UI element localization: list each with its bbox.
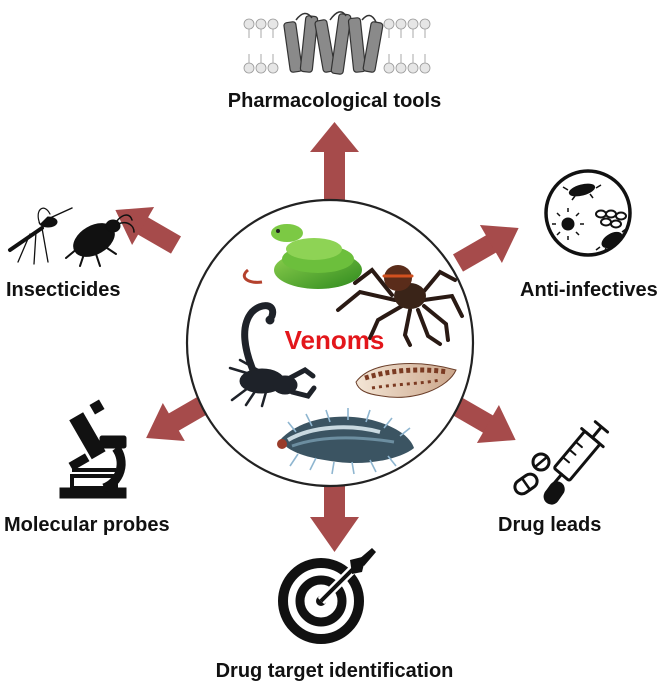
arrow-to-insecticides bbox=[115, 206, 181, 254]
arrow-to-drug-target bbox=[310, 478, 359, 552]
arrow-to-drug-leads bbox=[450, 396, 516, 444]
cone-snail-icon bbox=[355, 363, 457, 398]
arrow-to-pharmacological-tools bbox=[310, 122, 359, 202]
target-icon bbox=[278, 548, 376, 644]
label-molecular-probes: Molecular probes bbox=[4, 514, 170, 536]
mosquito-cockroach-icon bbox=[8, 207, 135, 267]
label-drug-target-identification: Drug target identification bbox=[215, 660, 454, 682]
label-insecticides: Insecticides bbox=[6, 279, 121, 301]
arrow-to-molecular-probes bbox=[146, 395, 210, 442]
label-drug-leads: Drug leads bbox=[498, 514, 602, 536]
arrow-to-anti-infectives bbox=[453, 224, 519, 272]
syringe-pills-icon bbox=[513, 420, 610, 505]
microbes-icon bbox=[544, 169, 632, 257]
label-anti-infectives: Anti-infectives bbox=[520, 279, 658, 301]
center-label-venoms: Venoms bbox=[284, 325, 385, 355]
label-pharmacological-tools: Pharmacological tools bbox=[227, 90, 442, 112]
tarantula-icon bbox=[336, 265, 464, 347]
microscope-icon bbox=[59, 399, 127, 499]
mosquito-icon bbox=[8, 207, 73, 265]
snake-icon bbox=[242, 224, 362, 289]
scorpion-icon bbox=[228, 302, 317, 408]
centipede-icon bbox=[277, 408, 414, 475]
cockroach-icon bbox=[65, 214, 135, 267]
membrane-protein-icon bbox=[243, 11, 431, 75]
